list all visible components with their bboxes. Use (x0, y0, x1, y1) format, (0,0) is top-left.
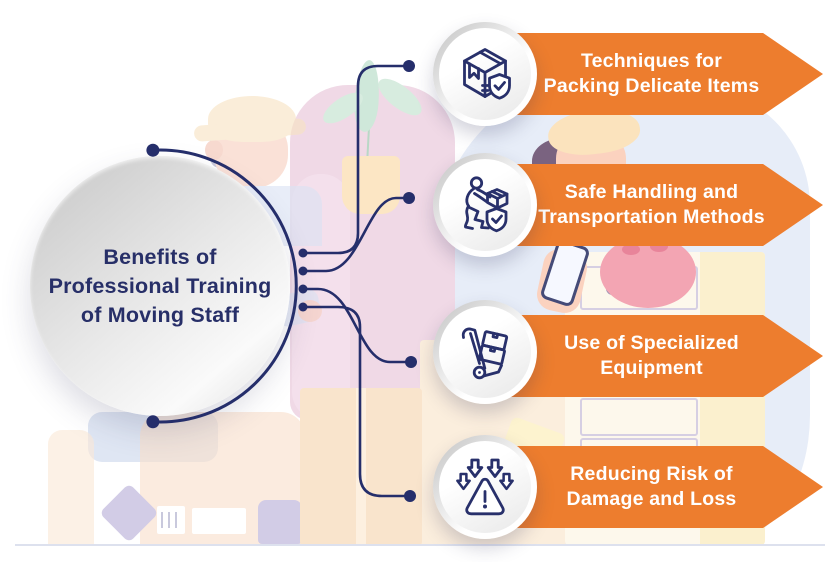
benefit-icon-circle-1 (433, 22, 537, 126)
pink-ball-spot (622, 244, 640, 255)
benefit-banner-1: Techniques for Packing Delicate Items (490, 33, 823, 115)
benefit-2-line2: Transportation Methods (538, 206, 765, 228)
pink-ball (600, 236, 696, 308)
barcode-label (157, 506, 185, 534)
box-label (192, 508, 246, 534)
main-topic-line1: Benefits of (103, 244, 217, 269)
benefit-banner-2: Safe Handling and Transportation Methods (490, 164, 823, 246)
floor-line (15, 544, 825, 546)
benefit-2-line1: Safe Handling and (564, 181, 739, 203)
packing-box-shield-icon (463, 48, 511, 100)
mover-left-leg (48, 430, 94, 544)
benefit-banner-4: Reducing Risk of Damage and Loss (490, 446, 823, 528)
dresser-drawer (580, 398, 698, 436)
benefit-icon-inner-1 (439, 28, 531, 120)
benefit-icon-inner-4 (439, 441, 531, 533)
lifting-person-shield-icon (464, 176, 509, 233)
main-topic-line2: Professional Training (48, 273, 272, 298)
benefit-4-line1: Reducing Risk of (570, 463, 733, 485)
benefit-icon-circle-3 (433, 300, 537, 404)
benefit-banner-3: Use of Specialized Equipment (490, 315, 823, 397)
box-tape (356, 388, 366, 546)
warning-arrows-icon (456, 458, 514, 516)
benefit-4-line2: Damage and Loss (566, 488, 737, 510)
benefit-icon-inner-3 (439, 306, 531, 398)
mover-left-ear (205, 140, 223, 160)
benefit-icon-circle-4 (433, 435, 537, 539)
main-topic-line3: of Moving Staff (80, 302, 240, 327)
pink-ball-spot (650, 241, 668, 252)
benefit-3-line1: Use of Specialized (564, 332, 739, 354)
mover-left-shoe-icon (258, 500, 302, 544)
benefit-1-line1: Techniques for (580, 50, 723, 72)
benefit-3-line2: Equipment (600, 357, 703, 379)
main-topic-circle: Benefits of Professional Training of Mov… (30, 156, 290, 416)
benefit-icon-circle-2 (433, 153, 537, 257)
benefit-icon-inner-2 (439, 159, 531, 251)
mover-left-hand (298, 300, 322, 322)
benefit-1-line2: Packing Delicate Items (543, 75, 760, 97)
hand-truck-icon (461, 327, 509, 380)
